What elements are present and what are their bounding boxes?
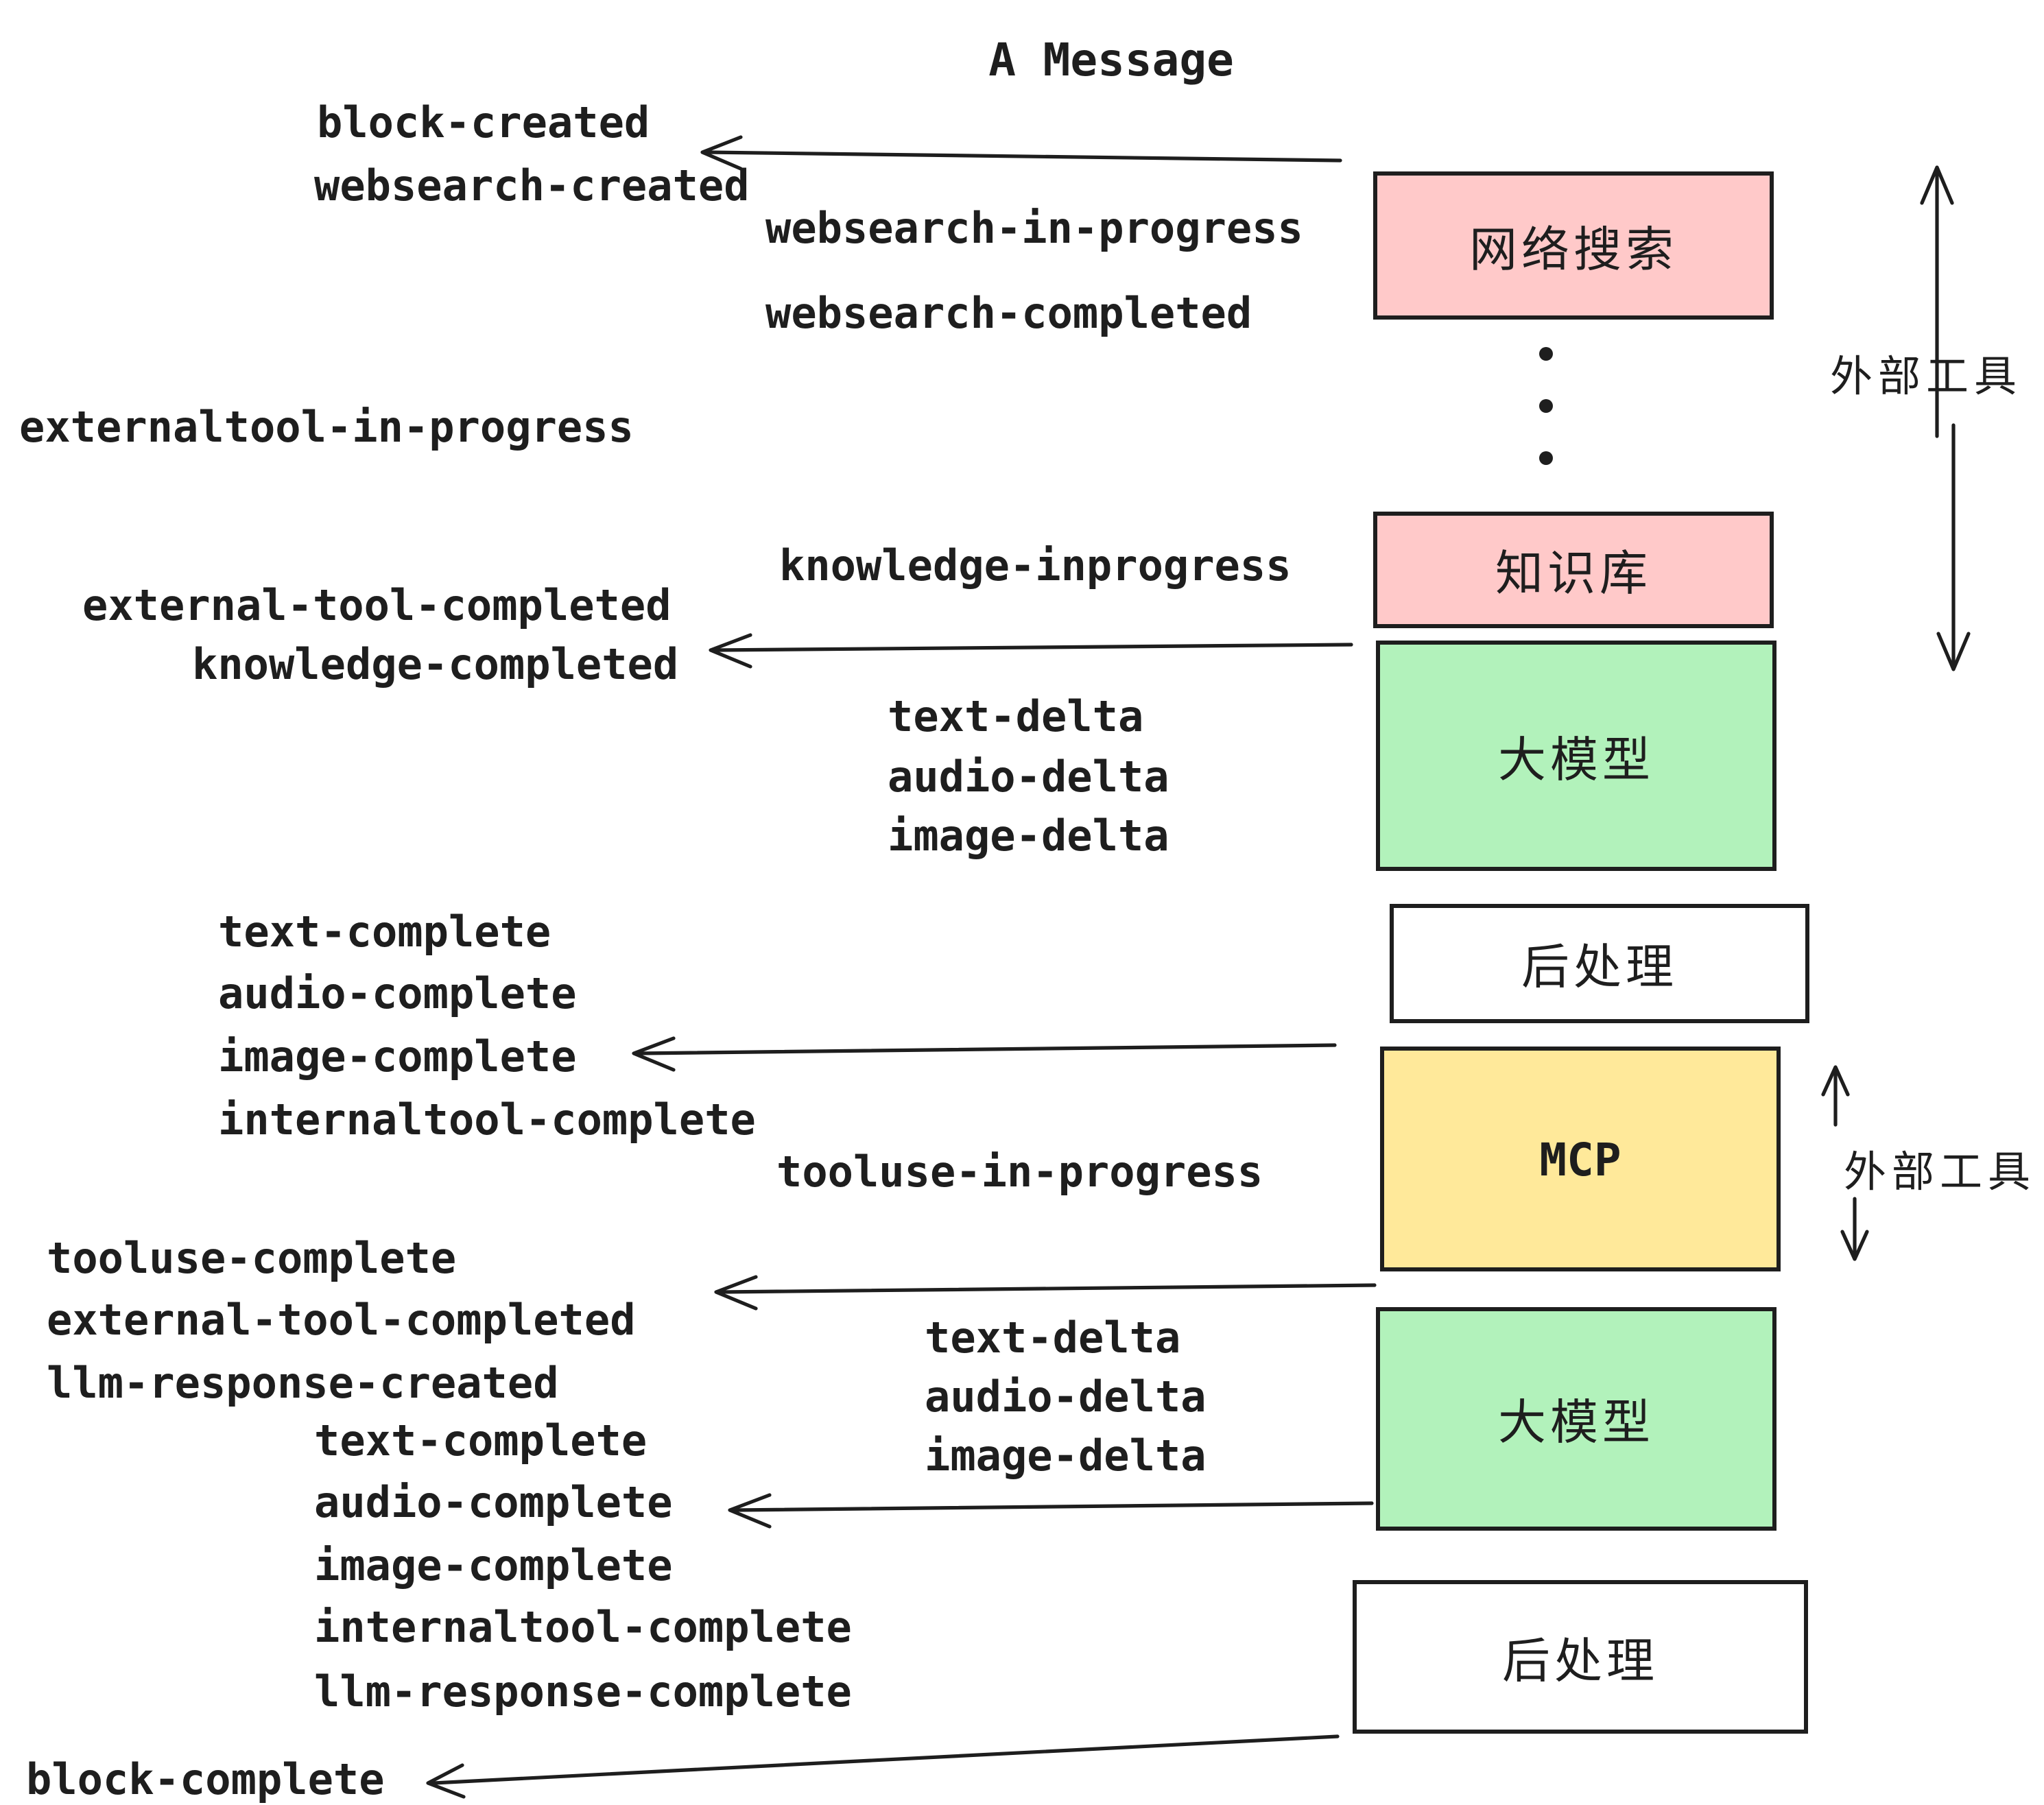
event-label-text-complete: text-complete — [218, 908, 551, 957]
arrow-websearch-to-block-created — [700, 135, 1342, 171]
event-label-knowledge-inprogress: knowledge-inprogress — [779, 542, 1292, 591]
event-label-image-complete: image-complete — [314, 1542, 673, 1591]
ellipsis-dots — [1539, 347, 1553, 465]
event-label-external-tool-completed: external-tool-completed — [47, 1296, 636, 1346]
diagram-title: A Message — [988, 33, 1234, 86]
event-label-text-delta: text-delta — [888, 693, 1144, 742]
node-knowledge-base-label: 知识库 — [1495, 547, 1652, 601]
event-label-internaltool-complete: internaltool-complete — [314, 1603, 852, 1653]
event-label-image-delta: image-delta — [925, 1432, 1207, 1481]
event-label-llm-response-complete: llm-response-complete — [314, 1668, 852, 1717]
event-label-tooluse-complete: tooluse-complete — [47, 1234, 457, 1284]
event-label-websearch-in-progress: websearch-in-progress — [765, 204, 1303, 254]
external-tools-label-bottom: 外部工具 — [1844, 1148, 2036, 1196]
arrow-mcp-to-tooluse-complete — [714, 1275, 1377, 1311]
event-label-block-created: block-created — [317, 99, 650, 148]
node-knowledge-base: 知识库 — [1373, 512, 1774, 628]
event-label-internaltool-complete: internaltool-complete — [218, 1096, 756, 1145]
arrow-post2-to-block-complete — [426, 1734, 1340, 1799]
event-label-websearch-created: websearch-created — [314, 162, 750, 211]
event-label-text-complete: text-complete — [314, 1417, 647, 1466]
node-llm-1: 大模型 — [1376, 641, 1776, 871]
arrow-llm2-to-audio-complete — [728, 1493, 1374, 1529]
node-llm-2-label: 大模型 — [1497, 1396, 1654, 1450]
node-post-processing-2-label: 后处理 — [1501, 1634, 1659, 1688]
event-label-audio-delta: audio-delta — [888, 753, 1169, 802]
event-label-tooluse-in-progress: tooluse-in-progress — [776, 1148, 1263, 1197]
event-label-knowledge-completed: knowledge-completed — [192, 641, 679, 690]
node-post-processing-2: 后处理 — [1353, 1580, 1808, 1734]
arrow-post1-to-image-complete — [632, 1036, 1337, 1072]
event-label-audio-delta: audio-delta — [925, 1373, 1207, 1422]
node-mcp: MCP — [1380, 1047, 1781, 1271]
event-label-externaltool-in-progress: externaltool-in-progress — [19, 403, 634, 453]
event-label-image-delta: image-delta — [888, 812, 1169, 861]
event-label-audio-complete: audio-complete — [218, 970, 577, 1019]
node-post-processing-1-label: 后处理 — [1521, 941, 1678, 994]
event-label-image-complete: image-complete — [218, 1033, 577, 1082]
arrow-knowledge-to-knowledge-completed — [709, 633, 1353, 669]
event-label-block-complete: block-complete — [26, 1756, 385, 1805]
node-websearch-label: 网络搜索 — [1469, 223, 1678, 276]
event-label-external-tool-completed: external-tool-completed — [82, 582, 672, 631]
event-label-text-delta: text-delta — [925, 1314, 1181, 1363]
external-tools-down-arrow-bottom — [1840, 1197, 1869, 1261]
external-tools-label-top: 外部工具 — [1830, 352, 2022, 401]
node-post-processing-1: 后处理 — [1390, 904, 1809, 1023]
node-llm-2: 大模型 — [1376, 1307, 1776, 1531]
event-label-llm-response-created: llm-response-created — [47, 1359, 559, 1409]
event-label-websearch-completed: websearch-completed — [765, 289, 1252, 339]
node-mcp-label: MCP — [1539, 1132, 1621, 1186]
external-tools-up-arrow-bottom — [1821, 1065, 1850, 1127]
event-label-audio-complete: audio-complete — [314, 1479, 673, 1528]
node-llm-1-label: 大模型 — [1497, 733, 1654, 787]
node-websearch: 网络搜索 — [1373, 171, 1774, 320]
external-tools-down-arrow-top — [1936, 423, 1971, 671]
